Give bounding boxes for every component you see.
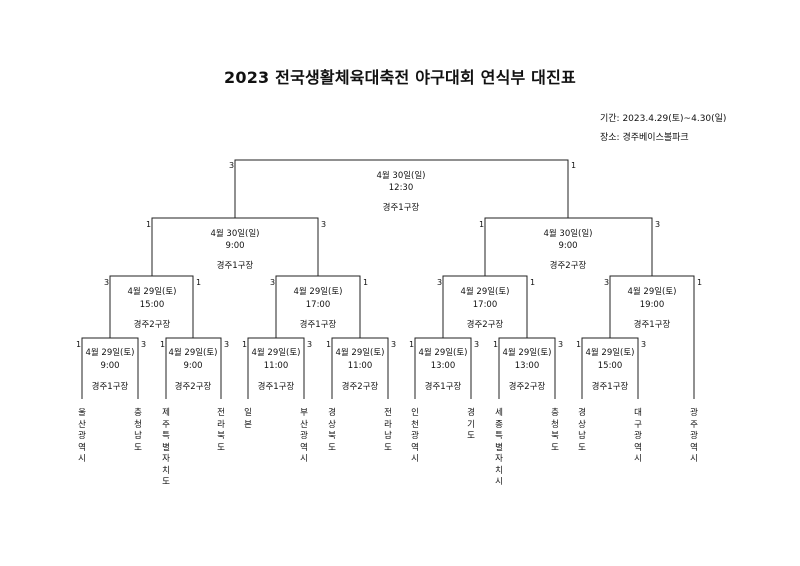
match-6-score-right: 3: [558, 340, 564, 349]
team-gwangju: 광주광역시: [690, 408, 698, 464]
match-4-time: 11:00: [347, 361, 373, 371]
match-8-score-right: 1: [196, 278, 202, 287]
match-6-field: 경주2구장: [508, 382, 546, 392]
team-gyeonggi: 경기도: [467, 408, 475, 441]
match-12-time: 9:00: [225, 241, 245, 251]
match-1-date: 4월 29일(토): [85, 348, 135, 358]
final-time: 12:30: [388, 183, 414, 193]
match-3-score-right: 3: [307, 340, 313, 349]
match-10-score-left: 3: [437, 278, 443, 287]
match-3-time: 11:00: [263, 361, 289, 371]
page-title: 2023 전국생활체육대축전 야구대회 연식부 대진표: [224, 68, 576, 87]
team-chungnam: 충청남도: [134, 408, 142, 453]
team-jeju: 제주특별자치도: [162, 408, 170, 487]
match-7-time: 15:00: [597, 361, 623, 371]
match-11-score-right: 1: [697, 278, 703, 287]
match-2-field: 경주2구장: [174, 382, 212, 392]
match-10-time: 17:00: [472, 300, 498, 310]
match-13-date: 4월 30일(일): [543, 229, 593, 239]
final-date: 4월 30일(일): [376, 171, 426, 181]
match-7-score-left: 1: [576, 340, 582, 349]
match-7-field: 경주1구장: [591, 382, 629, 392]
team-ulsan: 울산광역시: [78, 408, 86, 464]
final-score-left: 3: [229, 161, 235, 170]
match-13-field: 경주2구장: [549, 261, 587, 271]
final-field: 경주1구장: [382, 203, 420, 213]
match-8-date: 4월 29일(토): [127, 287, 177, 297]
period-text: 기간: 2023.4.29(토)~4.30(일): [600, 114, 727, 124]
team-chungbuk: 충청북도: [551, 408, 559, 453]
team-jeonnam: 전라남도: [384, 408, 392, 453]
match-11-date: 4월 29일(토): [627, 287, 677, 297]
match-5-field: 경주1구장: [424, 382, 462, 392]
match-6-score-left: 1: [493, 340, 499, 349]
match-5-score-right: 3: [474, 340, 480, 349]
match-2-score-left: 1: [160, 340, 166, 349]
match-4-score-left: 1: [326, 340, 332, 349]
match-5-date: 4월 29일(토): [418, 348, 468, 358]
match-10-date: 4월 29일(토): [460, 287, 510, 297]
match-13-score-left: 1: [479, 220, 485, 229]
match-9-field: 경주1구장: [299, 320, 337, 330]
team-gyeongbuk: 경상북도: [328, 408, 336, 453]
match-5-score-left: 1: [409, 340, 415, 349]
match-6-time: 13:00: [514, 361, 540, 371]
match-11-field: 경주1구장: [633, 320, 671, 330]
match-5-time: 13:00: [430, 361, 456, 371]
match-12-score-left: 1: [146, 220, 152, 229]
match-10-score-right: 1: [530, 278, 536, 287]
match-10-field: 경주2구장: [466, 320, 504, 330]
match-3-score-left: 1: [242, 340, 248, 349]
team-sejong: 세종특별자치시: [495, 408, 503, 487]
match-3-field: 경주1구장: [257, 382, 295, 392]
match-2-score-right: 3: [224, 340, 230, 349]
final-score-right: 1: [571, 161, 577, 170]
match-8-field: 경주2구장: [133, 320, 171, 330]
match-4-date: 4월 29일(토): [335, 348, 385, 358]
match-1-field: 경주1구장: [91, 382, 129, 392]
match-1-time: 9:00: [100, 361, 120, 371]
match-1-score-left: 1: [76, 340, 82, 349]
match-4-score-right: 3: [391, 340, 397, 349]
match-6-date: 4월 29일(토): [502, 348, 552, 358]
match-7-score-right: 3: [641, 340, 647, 349]
match-13-time: 9:00: [558, 241, 578, 251]
match-2-time: 9:00: [183, 361, 203, 371]
match-4-field: 경주2구장: [341, 382, 379, 392]
team-incheon: 인천광역시: [411, 408, 419, 464]
team-japan: 일본: [244, 408, 252, 430]
match-9-date: 4월 29일(토): [293, 287, 343, 297]
match-9-score-right: 1: [363, 278, 369, 287]
match-9-time: 17:00: [305, 300, 331, 310]
match-12-score-right: 3: [321, 220, 327, 229]
venue-text: 장소: 경주베이스볼파크: [600, 133, 689, 143]
match-8-score-left: 3: [104, 278, 110, 287]
team-busan: 부산광역시: [300, 408, 308, 464]
match-8-time: 15:00: [139, 300, 165, 310]
match-2-date: 4월 29일(토): [168, 348, 218, 358]
match-1-score-right: 3: [141, 340, 147, 349]
match-9-score-left: 3: [270, 278, 276, 287]
match-12-date: 4월 30일(일): [210, 229, 260, 239]
team-jeonbuk: 전라북도: [217, 408, 225, 453]
match-11-time: 19:00: [639, 300, 665, 310]
match-11-score-left: 3: [604, 278, 610, 287]
match-3-date: 4월 29일(토): [251, 348, 301, 358]
team-daegu: 대구광역시: [634, 408, 642, 464]
team-gyeongnam: 경상남도: [578, 408, 586, 453]
match-13-score-right: 3: [655, 220, 661, 229]
match-7-date: 4월 29일(토): [585, 348, 635, 358]
match-12-field: 경주1구장: [216, 261, 254, 271]
